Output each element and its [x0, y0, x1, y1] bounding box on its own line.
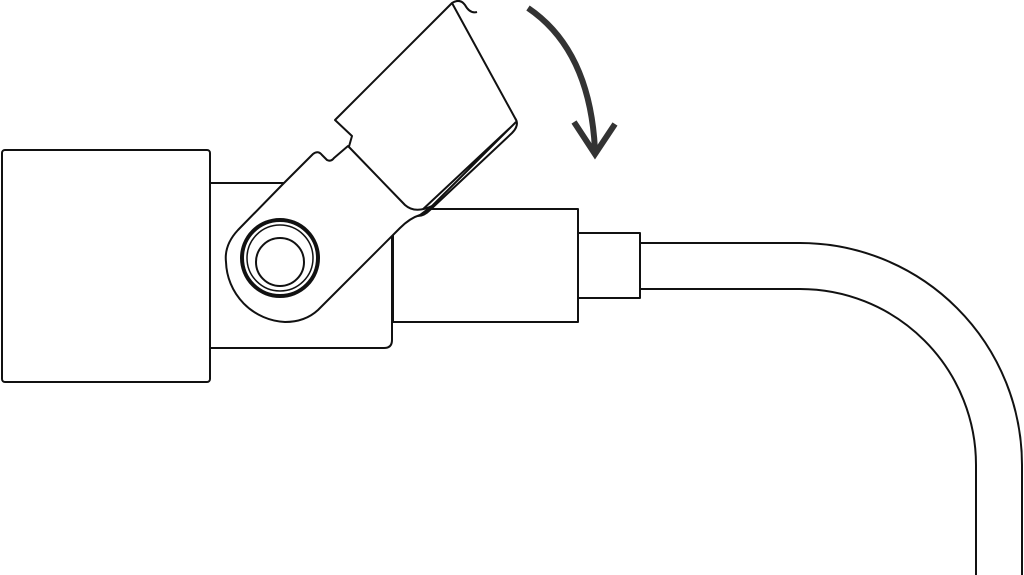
rotation-arrow-icon — [526, 5, 618, 160]
flap-edge — [419, 121, 517, 215]
flap-hook — [451, 0, 478, 14]
plug-neck — [577, 232, 641, 299]
cable — [640, 242, 1023, 575]
left-housing — [1, 149, 211, 383]
pivot-mid-ring — [246, 224, 314, 292]
plug-body — [392, 208, 579, 323]
pivot-inner — [255, 237, 305, 287]
